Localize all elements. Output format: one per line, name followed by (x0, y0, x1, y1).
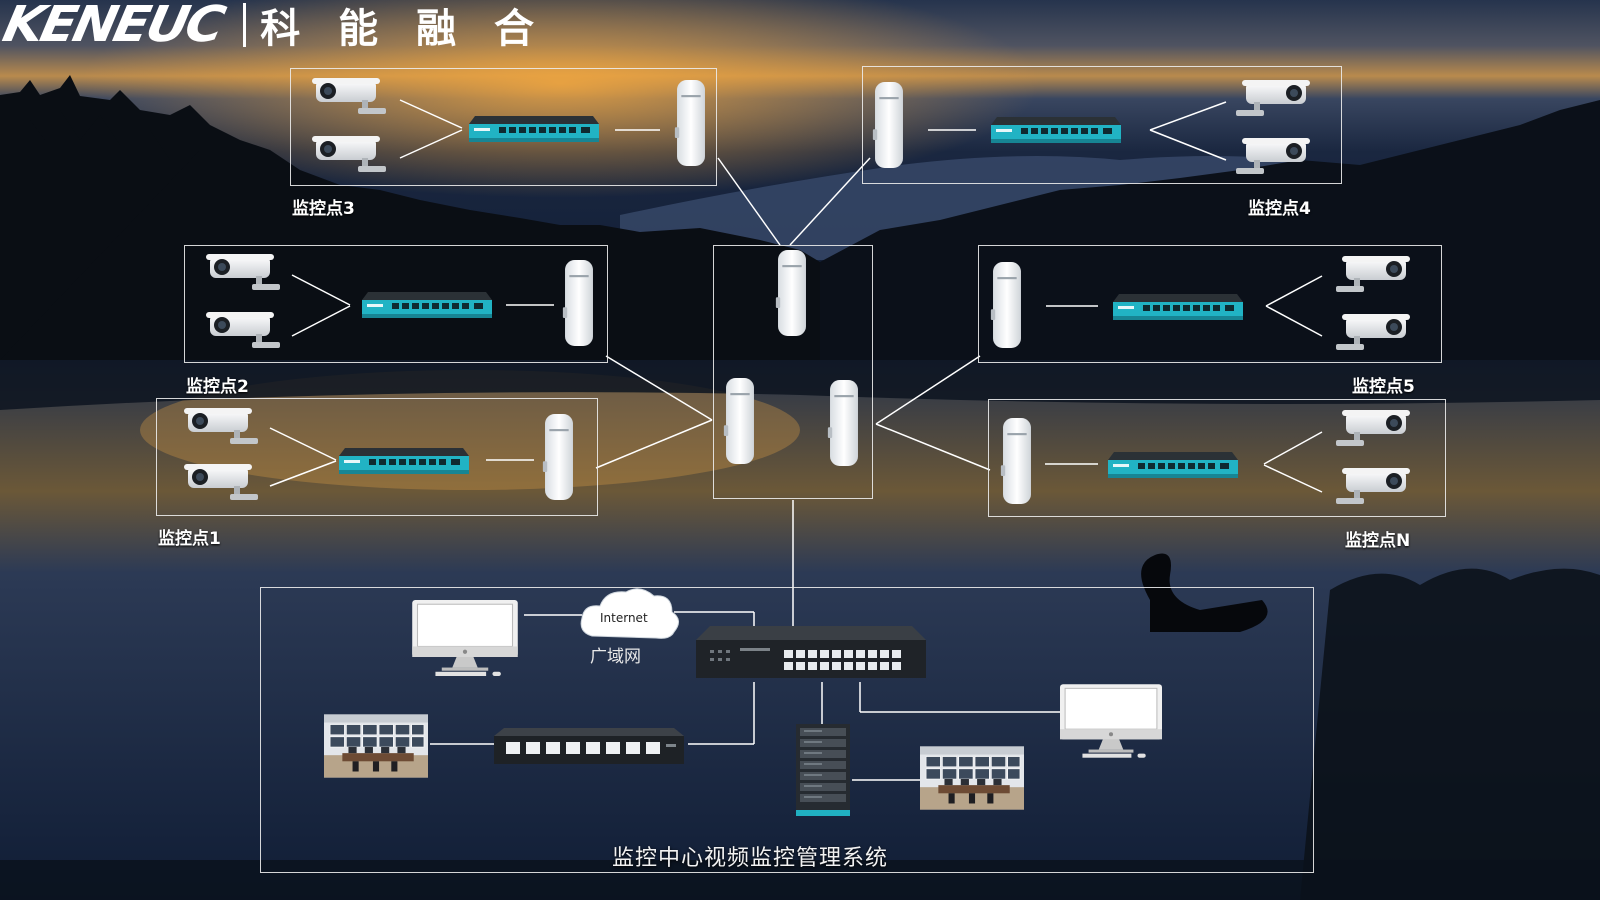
site-1-label: 监控点1 (158, 529, 221, 549)
site-4-label: 监控点4 (1248, 199, 1311, 219)
site-5-label: 监控点5 (1352, 377, 1415, 397)
center-group (324, 588, 1162, 816)
brand-latin: KENEUC (0, 0, 228, 54)
site-2-frame (184, 245, 608, 363)
site-3-frame (290, 68, 717, 186)
site-4-frame (862, 66, 1342, 184)
center-system-label: 监控中心视频监控管理系统 (612, 846, 889, 871)
site-n-label: 监控点N (1345, 531, 1411, 551)
site-n-frame (988, 399, 1446, 517)
brand-chinese: 科 能 融 合 (260, 6, 547, 52)
wan-label: 广域网 (590, 647, 641, 667)
internet-label: Internet (600, 611, 648, 625)
cloud-icon (580, 588, 679, 639)
network-links (269, 99, 1323, 781)
site-2-label: 监控点2 (186, 377, 249, 397)
hub-frame (713, 245, 873, 499)
site-3-label: 监控点3 (292, 199, 355, 219)
site-1-frame (156, 398, 598, 516)
site-5-frame (978, 245, 1442, 363)
monitoring-center-frame (260, 587, 1314, 873)
brand-logo: KENEUC 科 能 融 合 (0, 0, 546, 54)
brand-divider (243, 3, 247, 47)
